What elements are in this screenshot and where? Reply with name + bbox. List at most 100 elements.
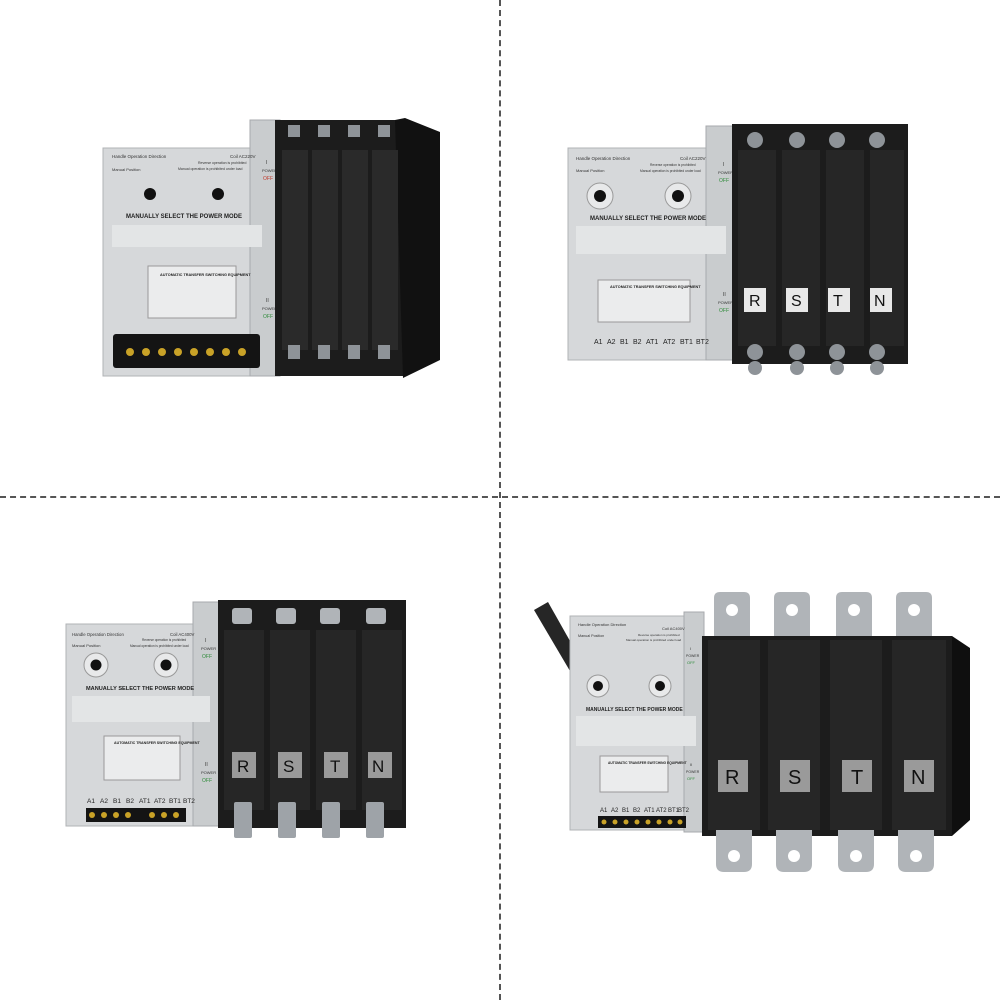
- handle-label: Handle Operation Direction: [72, 632, 124, 637]
- terminal-label: B1: [620, 339, 629, 346]
- power-2-state: OFF: [719, 308, 729, 314]
- panel-title: MANUALLY SELECT THE POWER MODE: [586, 707, 683, 713]
- terminal-screws: [601, 819, 683, 825]
- phase-s-label: S: [283, 757, 294, 776]
- horizontal-divider: [0, 496, 1000, 498]
- coil-label: Coil AC400V: [662, 626, 685, 631]
- ats-switch-image-4: Handle Operation Direction Manual Positi…: [534, 592, 970, 872]
- selector-left: [90, 659, 102, 671]
- terminal-strip: [86, 808, 186, 822]
- instructions-block: [112, 225, 262, 247]
- power-1-num: I: [266, 160, 267, 166]
- ats-switch-image-2: Handle Operation Direction Manual Positi…: [567, 124, 908, 375]
- nameplate-title: AUTOMATIC TRANSFER SWITCHING EQUIPMENT: [160, 273, 251, 277]
- selector-right: [655, 681, 665, 691]
- panel-title: MANUALLY SELECT THE POWER MODE: [126, 214, 242, 220]
- terminal-strip: [113, 334, 260, 368]
- selector-left: [594, 190, 606, 202]
- power-2-num: II: [266, 298, 269, 304]
- warning-2: Manual operation is prohibited under loa…: [640, 169, 701, 173]
- quadrant-bottom-left: Handle Operation Direction Manual Positi…: [0, 500, 500, 1000]
- terminal-label: A2: [607, 339, 616, 346]
- ats-switch-image-1: Handle Operation Direction Manual Positi…: [102, 118, 440, 378]
- phase-labels: R S T N: [744, 288, 892, 312]
- power-2-label: POWER: [718, 300, 733, 305]
- terminal-strip: [598, 816, 686, 828]
- panel-title: MANUALLY SELECT THE POWER MODE: [590, 216, 706, 222]
- pole-columns: [224, 630, 402, 810]
- phase-n-label: N: [911, 767, 925, 789]
- phase-t-label: T: [833, 293, 843, 310]
- terminal-label: BT2: [678, 808, 690, 814]
- top-terminals: [288, 125, 390, 137]
- busbar-holes-top: [726, 604, 920, 616]
- terminal-label: AT2: [656, 808, 667, 814]
- terminal-label: B2: [126, 798, 134, 805]
- phase-s-label: S: [788, 767, 801, 789]
- body-side: [395, 118, 440, 378]
- phase-labels: R S T N: [718, 760, 934, 792]
- phase-t-label: T: [851, 767, 863, 789]
- power-2-num: II: [690, 762, 692, 767]
- key-hole-left: [144, 188, 156, 200]
- coil-label: Coil AC220V: [680, 156, 706, 161]
- manual-label: Manual Position: [578, 634, 604, 638]
- power-2-label: POWER: [201, 770, 216, 775]
- terminal-label: AT1: [644, 808, 655, 814]
- terminal-label: A2: [611, 808, 619, 814]
- power-1-label: POWER: [686, 654, 700, 658]
- power-2-state: OFF: [202, 778, 212, 784]
- terminal-label: B2: [633, 339, 642, 346]
- handle-label: Handle Operation Direction: [112, 154, 167, 159]
- manual-label: Manual Position: [72, 643, 100, 648]
- instructions-block: [576, 716, 696, 746]
- warning-2: Manual operation is prohibited under loa…: [178, 167, 242, 171]
- terminal-label: B2: [633, 808, 641, 814]
- power-1-state: OFF: [687, 660, 696, 665]
- phase-s-label: S: [791, 293, 802, 310]
- nameplate-title: AUTOMATIC TRANSFER SWITCHING EQUIPMENT: [114, 741, 201, 745]
- power-1-num: I: [723, 162, 724, 168]
- terminal-label: A1: [600, 808, 608, 814]
- warning-1: Reverse operation is prohibited: [650, 163, 696, 167]
- bottom-terminals: [288, 345, 390, 359]
- power-2-label: POWER: [686, 770, 700, 774]
- bottom-terminals: [234, 802, 384, 838]
- terminal-label: B1: [113, 798, 121, 805]
- terminal-label: AT2: [154, 798, 166, 805]
- power-2-state: OFF: [687, 776, 696, 781]
- busbar-holes-bottom: [728, 850, 922, 862]
- terminal-screws: [89, 812, 179, 818]
- quadrant-top-right: Handle Operation Direction Manual Positi…: [500, 0, 1000, 500]
- instructions-block: [72, 696, 210, 722]
- power-1-label: POWER: [718, 170, 733, 175]
- phase-r-label: R: [749, 293, 761, 310]
- pole-ribs: [282, 150, 398, 350]
- ats-switch-image-3: Handle Operation Direction Manual Positi…: [65, 600, 406, 838]
- pole-columns: [708, 640, 946, 830]
- instructions-block: [576, 226, 726, 254]
- top-terminals: [747, 132, 885, 148]
- bottom-terminals: [747, 344, 885, 375]
- terminal-label: BT1: [680, 339, 693, 346]
- vertical-divider: [499, 0, 501, 1000]
- power-1-label: POWER: [262, 168, 277, 173]
- nameplate: [103, 735, 181, 781]
- terminal-label: BT1: [668, 808, 680, 814]
- power-1-state: OFF: [202, 654, 212, 660]
- power-1-num: I: [690, 646, 691, 651]
- phase-r-label: R: [237, 757, 249, 776]
- power-1-state: OFF: [263, 176, 273, 182]
- coil-label: Coil AC220V: [230, 154, 256, 159]
- warning-2: Manual operation is prohibited under loa…: [626, 638, 682, 642]
- selector-right: [160, 659, 172, 671]
- top-terminals: [232, 608, 386, 624]
- terminal-label: AT2: [663, 339, 675, 346]
- key-hole-right: [212, 188, 224, 200]
- warning-1: Reverse operation is prohibited: [198, 161, 246, 165]
- power-2-num: II: [205, 762, 208, 768]
- handle-label: Handle Operation Direction: [578, 622, 626, 627]
- terminal-label: A2: [100, 798, 108, 805]
- phase-r-label: R: [725, 767, 739, 789]
- power-2-label: POWER: [262, 306, 277, 311]
